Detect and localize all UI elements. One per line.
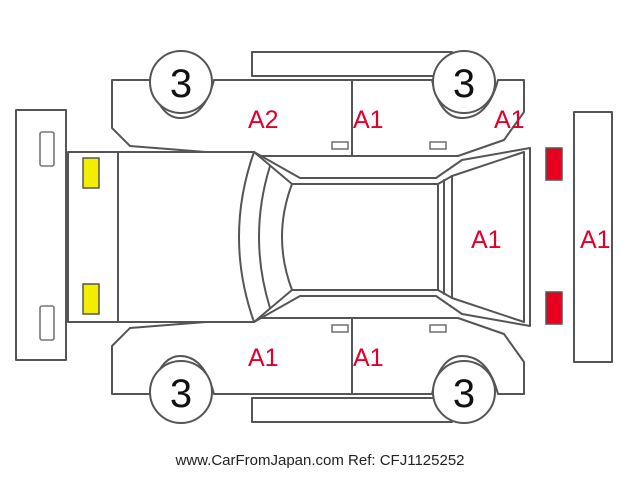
rear-marker-lower [545,291,563,325]
mark-rear-hatch: A1 [471,226,502,254]
wheel-front-right-grade: 3 [170,372,192,416]
mark-front-left-door: A2 [248,106,279,134]
left-side-roof-rail [251,51,453,77]
front-bumper [15,109,67,361]
mark-rear-left-fender: A1 [494,106,525,134]
mark-rear-left-door: A1 [353,106,384,134]
rear-marker-upper [545,147,563,181]
wheel-front-left-grade: 3 [170,62,192,106]
wheel-front-right: 3 [149,360,213,424]
right-side-roof-rail [251,397,453,423]
wheel-rear-right-grade: 3 [453,372,475,416]
front-marker-lower [82,283,100,315]
wheel-rear-left: 3 [432,50,496,114]
wheel-rear-left-grade: 3 [453,62,475,106]
front-marker-upper [82,157,100,189]
wheel-rear-right: 3 [432,360,496,424]
mark-rear-right-door: A1 [353,344,384,372]
top-view-body [67,147,531,327]
left-side-profile [111,79,525,157]
mark-rear-bumper: A1 [580,226,611,254]
mark-front-right-door: A1 [248,344,279,372]
wheel-front-left: 3 [149,50,213,114]
footer-reference: www.CarFromJapan.com Ref: CFJ1125252 [175,452,465,469]
rear-bumper [573,111,613,363]
